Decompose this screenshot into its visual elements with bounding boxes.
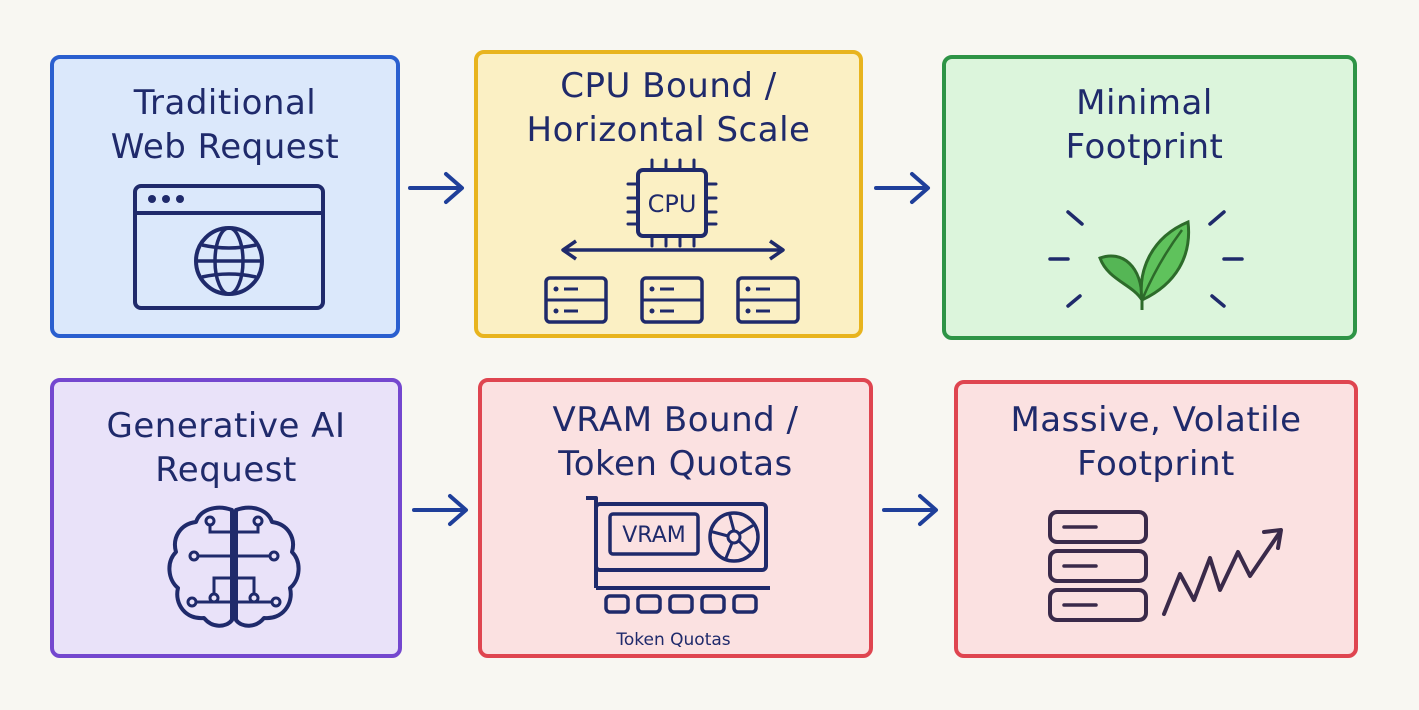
title-line-2: Token Quotas bbox=[558, 444, 793, 484]
horizontal-scale-arrow-icon bbox=[561, 239, 785, 261]
title-line-2: Request bbox=[155, 450, 297, 490]
arrow-right-icon bbox=[874, 172, 930, 204]
card-title: Generative AI Request bbox=[54, 404, 398, 492]
card-title: Traditional Web Request bbox=[54, 81, 396, 169]
title-line-2: Horizontal Scale bbox=[526, 110, 811, 150]
title-line-1: Generative AI bbox=[106, 406, 346, 446]
server-icon bbox=[640, 276, 704, 324]
leaf-icon bbox=[1048, 210, 1244, 310]
arrow-right-icon bbox=[408, 172, 464, 204]
cpu-chip-icon: CPU bbox=[626, 158, 718, 248]
volatile-spike-chart-icon bbox=[1162, 528, 1283, 616]
card-cpu-bound: CPU Bound / Horizontal Scale CPU bbox=[474, 50, 863, 338]
token-quotas-caption: Token Quotas bbox=[616, 630, 731, 650]
gpu-vram-label: VRAM bbox=[622, 523, 685, 548]
card-vram-bound: VRAM Bound / Token Quotas VRAM bbox=[478, 378, 873, 658]
card-minimal-footprint: Minimal Footprint bbox=[942, 55, 1357, 340]
brain-circuit-icon bbox=[167, 505, 301, 628]
title-line-1: VRAM Bound / bbox=[552, 400, 799, 440]
server-icon bbox=[736, 276, 800, 324]
card-traditional-web-request: Traditional Web Request bbox=[50, 55, 400, 338]
server-stack-icon bbox=[1048, 510, 1148, 622]
title-line-1: Massive, Volatile bbox=[1010, 400, 1302, 440]
title-line-1: Traditional bbox=[133, 83, 317, 123]
title-line-2: Web Request bbox=[110, 127, 340, 167]
card-title: CPU Bound / Horizontal Scale bbox=[478, 64, 859, 152]
gpu-card-icon: VRAM bbox=[586, 496, 770, 614]
card-generative-ai-request: Generative AI Request bbox=[50, 378, 402, 658]
arrow-right-icon bbox=[882, 494, 938, 526]
title-line-2: Footprint bbox=[1065, 127, 1224, 167]
card-massive-volatile-footprint: Massive, Volatile Footprint bbox=[954, 380, 1358, 658]
server-icon bbox=[544, 276, 608, 324]
title-line-2: Footprint bbox=[1077, 444, 1235, 484]
card-title: Minimal Footprint bbox=[936, 81, 1353, 169]
title-line-1: Minimal bbox=[1076, 83, 1213, 123]
title-line-1: CPU Bound / bbox=[560, 66, 777, 106]
cpu-chip-label: CPU bbox=[648, 190, 697, 218]
browser-globe-icon bbox=[133, 184, 325, 310]
card-title: Massive, Volatile Footprint bbox=[958, 398, 1354, 486]
card-title: VRAM Bound / Token Quotas bbox=[482, 398, 869, 486]
arrow-right-icon bbox=[412, 494, 468, 526]
